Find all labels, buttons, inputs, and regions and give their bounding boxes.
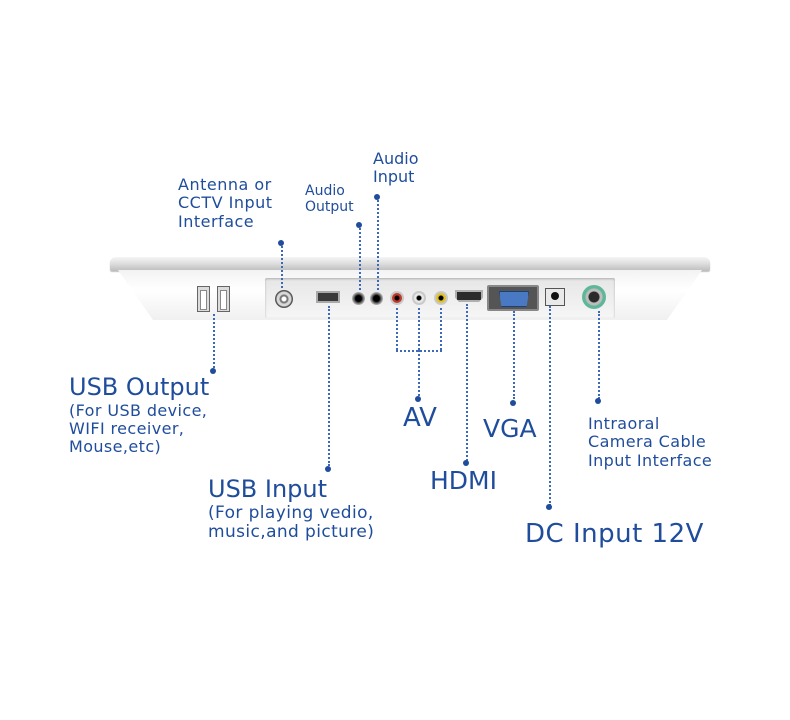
dc-input-label: DC Input 12V xyxy=(525,519,704,549)
coax-port-icon xyxy=(275,290,293,308)
leader-line xyxy=(513,311,515,399)
hdmi-label: HDMI xyxy=(430,466,497,495)
leader-line xyxy=(213,314,215,368)
leader-line xyxy=(328,306,330,466)
leader-line xyxy=(377,200,379,290)
leader-dot xyxy=(510,400,516,406)
leader-dot xyxy=(374,194,380,200)
usb-input-label: USB Input (For playing vedio, music,and … xyxy=(208,475,375,543)
vga-label: VGA xyxy=(483,414,537,443)
leader-dot xyxy=(278,240,284,246)
leader-dot xyxy=(210,368,216,374)
monitor-bezel xyxy=(110,257,710,271)
usb-output-label: USB Output (For USB device, WIFI receive… xyxy=(69,373,210,457)
camera-port-icon xyxy=(582,285,606,309)
usb-port-icon xyxy=(316,291,340,303)
leader-line xyxy=(466,304,468,464)
leader-line xyxy=(598,311,600,399)
audio-output-label: Audio Output xyxy=(305,183,354,216)
usb-port-icon xyxy=(197,286,210,312)
dc-port-icon xyxy=(545,288,565,306)
antenna-label: Antenna or CCTV Input Interface xyxy=(178,175,273,231)
leader-dot xyxy=(415,396,421,402)
leader-dot xyxy=(463,460,469,466)
av-label: AV xyxy=(403,403,437,433)
leader-line xyxy=(359,228,361,290)
leader-dot xyxy=(325,466,331,472)
leader-line xyxy=(418,350,420,396)
usb-port-icon xyxy=(217,286,230,312)
leader-line xyxy=(549,306,551,506)
audio-input-label: Audio Input xyxy=(373,149,419,187)
rca-port-icon xyxy=(434,291,448,305)
leader-dot xyxy=(595,398,601,404)
leader-dot xyxy=(356,222,362,228)
audio-jack-icon xyxy=(352,292,365,305)
leader-line xyxy=(418,308,420,350)
audio-jack-icon xyxy=(370,292,383,305)
rca-port-icon xyxy=(412,291,426,305)
leader-line xyxy=(396,308,398,350)
rca-port-icon xyxy=(390,291,404,305)
leader-line xyxy=(281,246,283,288)
intraoral-camera-label: Intraoral Camera Cable Input Interface xyxy=(588,414,713,470)
leader-dot xyxy=(546,504,552,510)
vga-port-icon xyxy=(487,285,539,311)
leader-line xyxy=(440,308,442,350)
hdmi-port-icon xyxy=(455,290,483,302)
